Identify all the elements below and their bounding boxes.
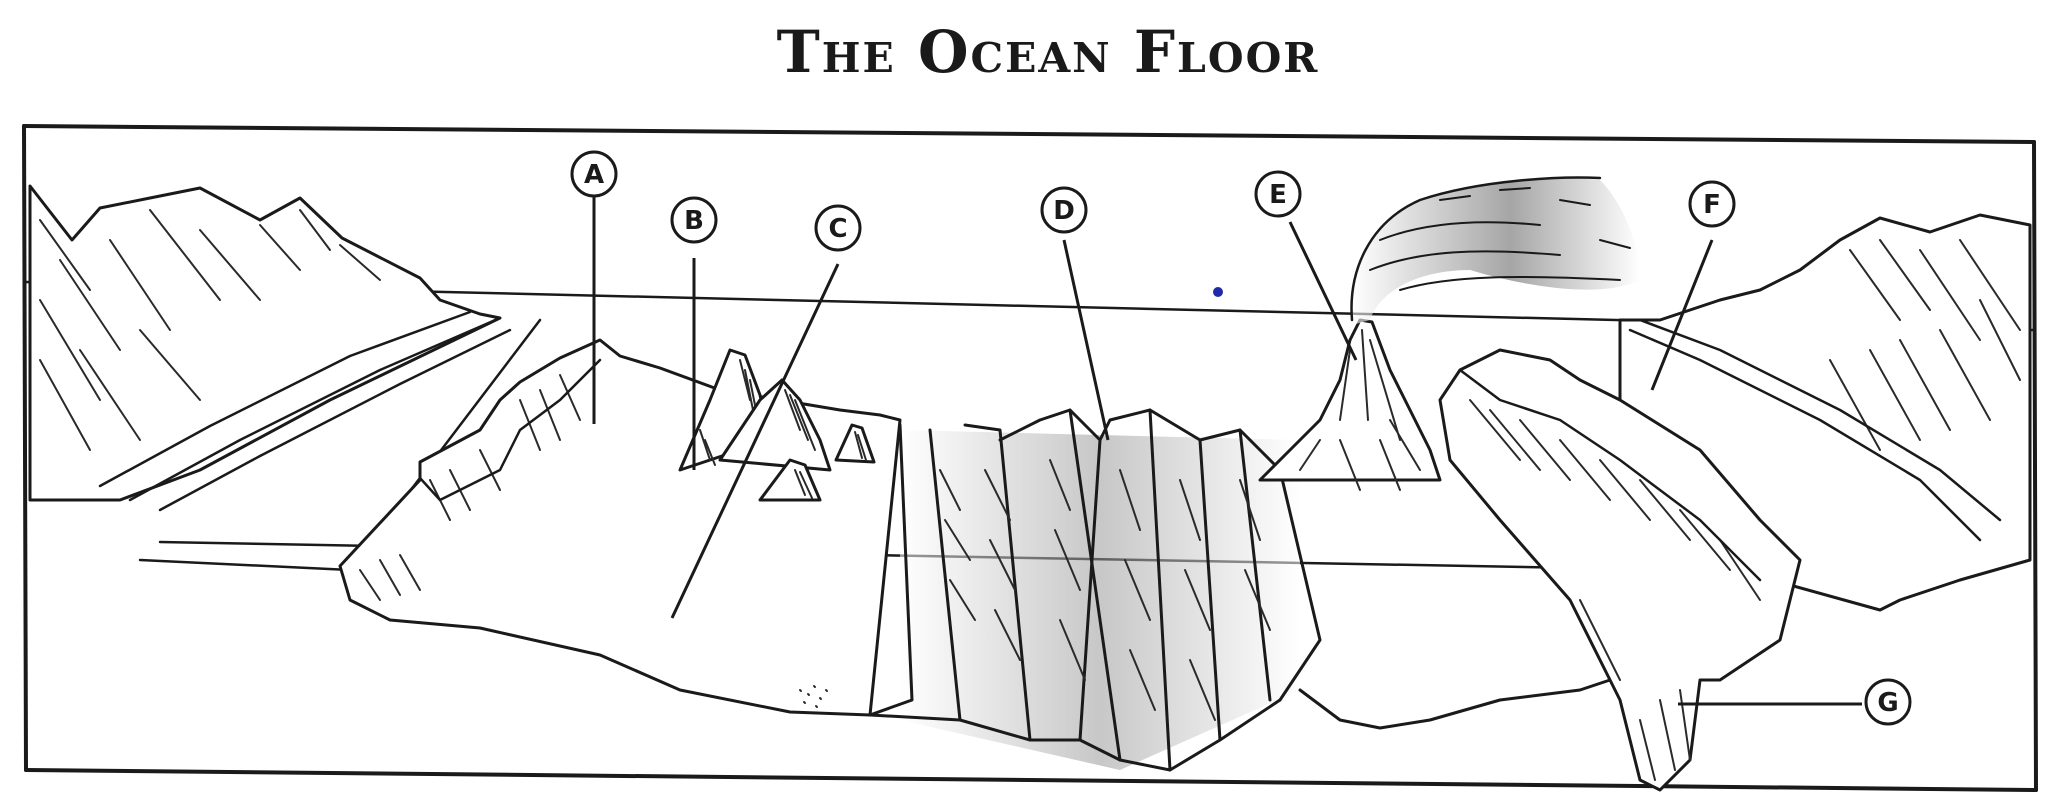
- label-B: B: [670, 196, 718, 244]
- svg-text:G: G: [1877, 688, 1898, 718]
- label-leaders: [592, 196, 1862, 706]
- page-title: The Ocean Floor: [777, 18, 1320, 86]
- continental-slope-block: [338, 338, 902, 717]
- svg-text:D: D: [1053, 196, 1075, 226]
- volcanic-island: [1258, 176, 1640, 491]
- right-continent: [1438, 213, 2032, 792]
- svg-text:F: F: [1703, 190, 1721, 220]
- label-C: C: [814, 204, 862, 252]
- abyssal-plain-right: [1298, 678, 1612, 730]
- label-E: E: [1254, 170, 1302, 218]
- left-continent-mountains: [28, 184, 542, 572]
- svg-text:C: C: [828, 214, 847, 244]
- label-F: F: [1688, 180, 1736, 228]
- mid-ocean-ridge: [799, 408, 1322, 772]
- ink-dot: [1213, 287, 1223, 297]
- label-G: G: [1864, 678, 1912, 726]
- label-A: A: [570, 150, 618, 198]
- label-D: D: [1040, 186, 1088, 234]
- svg-text:A: A: [584, 160, 604, 190]
- svg-text:B: B: [684, 206, 704, 236]
- seamounts: [678, 348, 876, 502]
- svg-text:E: E: [1269, 180, 1287, 210]
